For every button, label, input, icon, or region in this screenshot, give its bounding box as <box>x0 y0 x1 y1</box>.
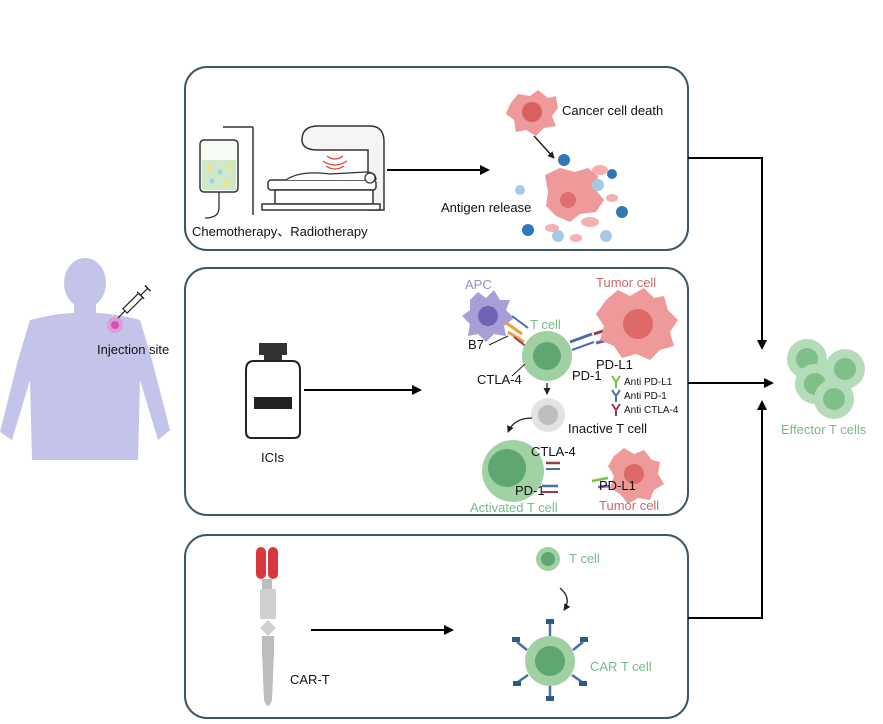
connector-bot <box>688 400 767 619</box>
tumor-cell-icon <box>506 90 558 136</box>
pdl1-label: PD-L1 <box>596 357 633 372</box>
t-cell-icon <box>536 547 560 571</box>
apc-label: APC <box>465 277 492 292</box>
arrow-inactive-to-activated <box>507 417 533 433</box>
tumor-cell-icon <box>596 288 678 360</box>
pdl1-label-2: PD-L1 <box>599 478 636 493</box>
blocked-receptors <box>542 461 560 493</box>
arrow-tcell-to-cart <box>559 587 571 611</box>
drug-vial-icon <box>245 343 301 439</box>
activated-t-cell-icon <box>482 440 544 502</box>
tumor-cell-label-2: Tumor cell <box>599 498 659 513</box>
tumor-cell-small-icon <box>608 448 664 504</box>
b7-pointer <box>488 335 509 346</box>
connector-top <box>688 157 767 350</box>
t-cell-label: T cell <box>530 317 561 332</box>
injection-site-label: Injection site <box>97 342 169 357</box>
icis-label: ICIs <box>261 450 285 465</box>
effector-t-cells-label: Effector T cells <box>781 422 867 437</box>
activated-t-cell-label: Activated T cell <box>470 500 558 515</box>
inactive-t-cell-icon <box>531 398 565 432</box>
blocked-pdl1 <box>591 476 611 489</box>
car-t-label: CAR-T <box>290 672 330 687</box>
injection-site-marker <box>107 317 123 333</box>
human-body-icon <box>0 258 170 460</box>
effector-t-cells-icon <box>787 339 865 419</box>
t-cell-icon <box>522 331 572 381</box>
pd1-label: PD-1 <box>572 368 602 383</box>
pd1-label-2: PD-1 <box>515 483 545 498</box>
treatment-label: Chemotherapy、Radiotherapy <box>192 224 368 239</box>
antibody-legend: Anti PD-L1 Anti PD-1 Anti CTLA-4 <box>611 375 679 416</box>
receptor-b7-ctla4 <box>504 315 529 349</box>
tumor-cell-label: Tumor cell <box>596 275 656 290</box>
legend-anti-pd1: Anti PD-1 <box>611 389 667 402</box>
inactive-t-cell-label: Inactive T cell <box>568 421 647 436</box>
legend-anti-pdl1-label: Anti PD-L1 <box>624 377 673 388</box>
panel-car-t <box>184 534 689 719</box>
car-construct-icon <box>256 547 278 706</box>
ctla4-pointer <box>511 363 526 377</box>
iv-bag-icon <box>199 126 254 219</box>
panel-chemo-radio <box>184 66 689 251</box>
ctla4-label-2: CTLA-4 <box>531 444 576 459</box>
panel-icis <box>184 267 689 516</box>
antigen-fragments <box>545 165 618 242</box>
antigen-release-label: Antigen release <box>441 200 531 215</box>
legend-anti-ctla4: Anti CTLA-4 <box>611 403 679 416</box>
t-cell-label-2: T cell <box>569 551 600 566</box>
radiotherapy-machine-icon <box>261 125 385 211</box>
car-t-cell-icon <box>512 619 588 701</box>
apc-cell-icon <box>462 290 514 342</box>
syringe-icon <box>117 284 152 319</box>
antigen-dots <box>515 154 628 242</box>
legend-anti-pdl1: Anti PD-L1 <box>611 375 673 388</box>
b7-label: B7 <box>468 337 484 352</box>
legend-anti-ctla4-label: Anti CTLA-4 <box>624 405 679 416</box>
arrow-death-to-release <box>533 135 555 159</box>
legend-anti-pd1-label: Anti PD-1 <box>624 391 667 402</box>
cancer-death-label: Cancer cell death <box>562 103 663 118</box>
ctla4-label: CTLA-4 <box>477 372 522 387</box>
car-t-cell-label: CAR T cell <box>590 659 652 674</box>
